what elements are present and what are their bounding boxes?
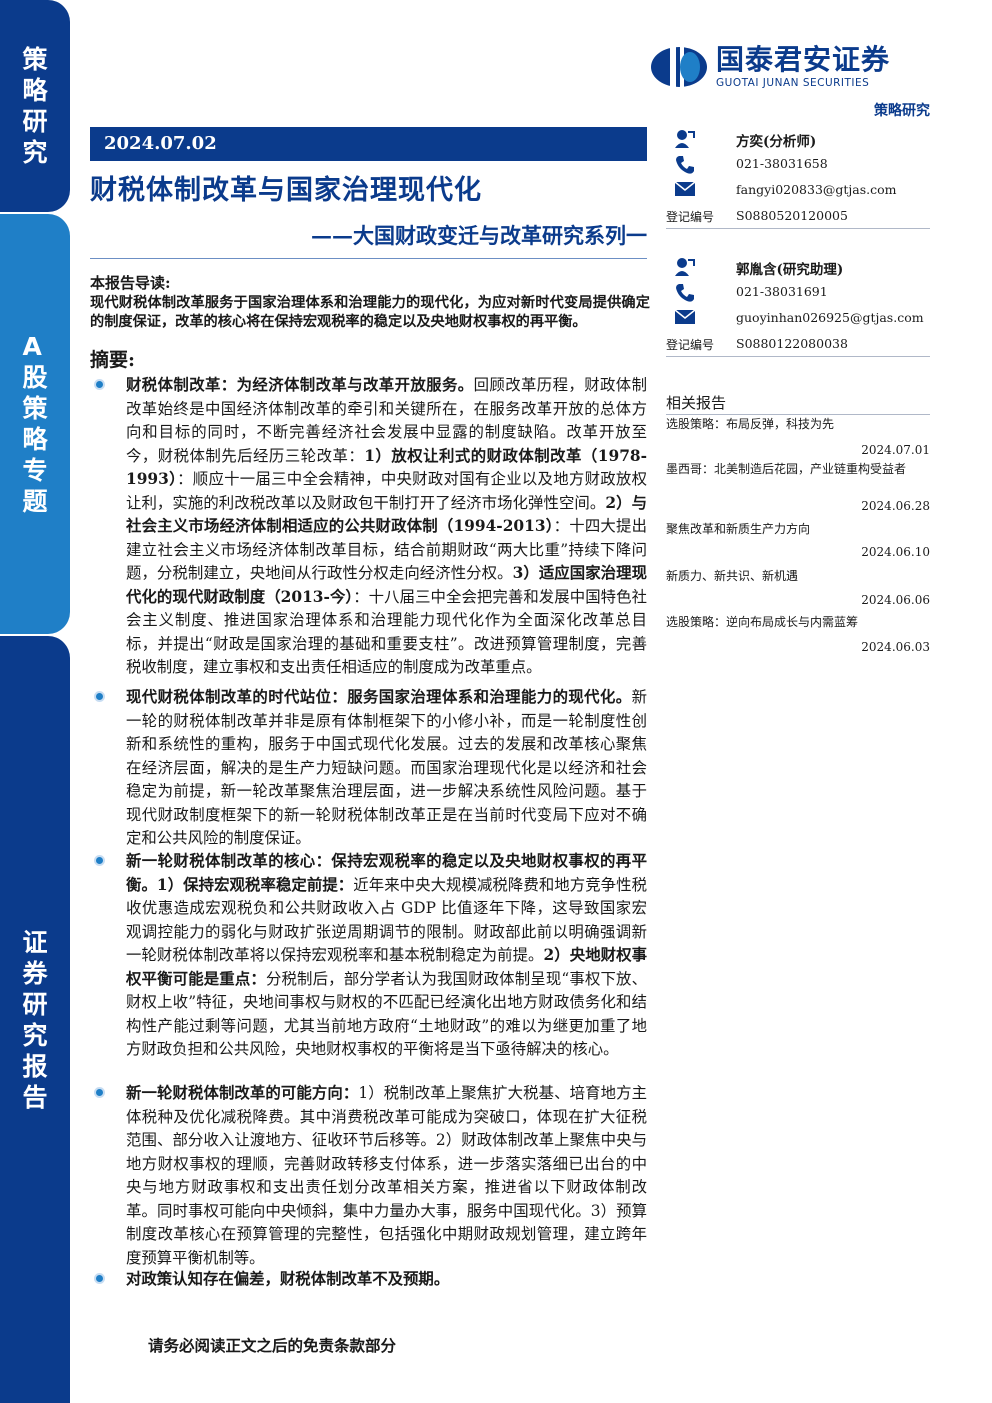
registration-label: 登记编号: [666, 338, 715, 352]
logo-english-name: GUOTAI JUNAN SECURITIES: [716, 77, 870, 89]
report-title: 财税体制改革与国家治理现代化: [90, 175, 482, 206]
bullet-subheading: 2）央地财权事权平衡可能是重点：: [126, 946, 647, 988]
related-report-link[interactable]: 选股策略：逆向布局成长与内需蓝筹: [666, 615, 859, 629]
bullet-heading: 现代财税体制改革的时代站位：服务国家治理体系和治理能力的现代化。: [126, 688, 632, 706]
bullet-text: 新一轮的财税体制改革并非是原有体制框架下的小修小补，而是一轮制度性创新和系统性的…: [126, 688, 647, 847]
bullet-item: 新一轮财税体制改革的可能方向：1）税制改革上聚焦扩大税基、培育地方主体税种及优化…: [90, 1082, 647, 1268]
abstract-bullets: 财税体制改革：为经济体制改革与改革开放服务。回顾改革历程，财政体制改革始终是中国…: [90, 374, 647, 1298]
bullet-icon: [94, 691, 105, 702]
guide-text: 现代财税体制改革服务于国家治理体系和治理能力的现代化，为应对新时代变局提供确定的…: [90, 295, 650, 330]
bullet-subheading: 2）与社会主义市场经济体制相适应的公共财政体制（1994-2013）: [126, 493, 647, 536]
analyst-email: fangyi020833@gtjas.com: [736, 182, 897, 197]
bullet-icon: [94, 855, 105, 866]
analyst-name: 方奕(分析师): [736, 134, 817, 150]
bullet-text: 1）税制改革上聚焦扩大税基、培育地方主体税种及优化减税降费。其中消费税改革可能成…: [126, 1084, 647, 1267]
bullet-item: 新一轮财税体制改革的核心：保持宏观税率的稳定以及央地财权事权的再平衡。1）保持宏…: [90, 850, 647, 1082]
bullet-icon: [94, 1273, 105, 1284]
bullet-text: 回顾改革历程，财政体制改革始终是中国经济体制改革的牵引和关键所在，在服务改革开放…: [126, 376, 647, 465]
document-type: 策略研究: [874, 103, 930, 119]
bullet-text: 近年来中央大规模减税降费和地方竞争性税收优惠造成宏观税负和公共财政收入占 GDP…: [126, 875, 647, 965]
bullet-item: 财税体制改革：为经济体制改革与改革开放服务。回顾改革历程，财政体制改革始终是中国…: [90, 374, 647, 686]
divider: [90, 258, 647, 259]
bullet-text: ：十四大提出建立社会主义市场经济体制改革目标，结合前期财政“两大比重”持续下降问…: [126, 517, 647, 582]
related-report-date: 2024.06.10: [861, 545, 930, 559]
side-tab-label: 策略研究: [22, 45, 48, 167]
divider: [666, 414, 930, 415]
phone-icon: [676, 156, 694, 174]
related-reports-title: 相关报告: [666, 394, 727, 412]
analyst-phone: 021-38031691: [736, 284, 828, 299]
logo-chinese-name: 国泰君安证券: [716, 43, 891, 76]
abstract-label: 摘要:: [90, 349, 136, 371]
bullet-icon: [94, 379, 105, 390]
bullet-item: 对政策认知存在偏差，财税体制改革不及预期。: [90, 1268, 647, 1298]
phone-icon: [676, 284, 694, 302]
bullet-icon: [94, 1087, 105, 1098]
bullet-subheading: 3）适应国家治理现代化的现代财政制度（2013-今）: [126, 564, 647, 606]
bullet-text: ：顺应十一届三中全会精神，中央财政对国有企业以及地方财政放权让利，实施的利改税改…: [126, 470, 647, 512]
analyst-name: 郭胤含(研究助理): [736, 262, 844, 278]
analyst-email: guoyinhan026925@gtjas.com: [736, 310, 924, 325]
company-logo: 国泰君安证券 GUOTAI JUNAN SECURITIES: [650, 44, 890, 90]
side-tab-securities-report: 证券研究报告: [0, 636, 70, 1403]
side-tab-label: 证券研究报告: [22, 927, 48, 1112]
analyst-phone: 021-38031658: [736, 156, 828, 171]
divider: [666, 228, 930, 229]
email-icon: [674, 181, 696, 196]
related-report-link[interactable]: 墨西哥：北美制造后花园，产业链重构受益者: [666, 462, 907, 476]
registration-label: 登记编号: [666, 210, 715, 224]
related-report-date: 2024.06.03: [861, 640, 930, 654]
related-report-link[interactable]: 聚焦改革和新质生产力方向: [666, 522, 811, 536]
bullet-heading: 财税体制改革：为经济体制改革与改革开放服务。: [126, 376, 474, 394]
email-icon: [674, 309, 696, 324]
bullet-text: 分税制后，部分学者认为我国财政体制呈现“事权下放、财权上收”特征，央地间事权与财…: [126, 969, 647, 1059]
guotai-junan-logo-icon: [651, 47, 707, 87]
report-date: 2024.07.02: [90, 127, 647, 161]
bullet-item: 现代财税体制改革的时代站位：服务国家治理体系和治理能力的现代化。新一轮的财税体制…: [90, 686, 647, 850]
bullet-heading: 新一轮财税体制改革的可能方向：: [126, 1084, 359, 1102]
related-report-date: 2024.06.28: [861, 499, 930, 513]
side-tab-strategy-research: 策略研究: [0, 0, 70, 212]
bullet-heading: 新一轮财税体制改革的核心：保持宏观税率的稳定以及央地财权事权的再平衡。1）保持宏…: [126, 852, 647, 894]
related-report-date: 2024.07.01: [861, 443, 930, 457]
related-report-link[interactable]: 选股策略：布局反弹，科技为先: [666, 417, 835, 431]
person-icon: [675, 258, 695, 276]
related-report-date: 2024.06.06: [861, 593, 930, 607]
guide-label: 本报告导读:: [90, 274, 171, 292]
report-subtitle: ——大国财政变迁与改革研究系列一: [311, 223, 647, 248]
bullet-text: ：十八届三中全会把完善和发展中国特色社会主义制度、推进国家治理体系和治理能力现代…: [126, 587, 647, 677]
related-report-link[interactable]: 新质力、新共识、新机遇: [666, 569, 799, 583]
registration-number: S0880122080038: [736, 336, 848, 351]
bullet-subheading: 1）放权让利式的财政体制改革（1978-1993）: [126, 446, 647, 489]
divider: [666, 356, 930, 357]
person-icon: [675, 130, 695, 148]
disclaimer: 请务必阅读正文之后的免责条款部分: [148, 1336, 397, 1355]
registration-number: S0880520120005: [736, 208, 848, 223]
bullet-heading: 对政策认知存在偏差，财税体制改革不及预期。: [126, 1270, 450, 1288]
